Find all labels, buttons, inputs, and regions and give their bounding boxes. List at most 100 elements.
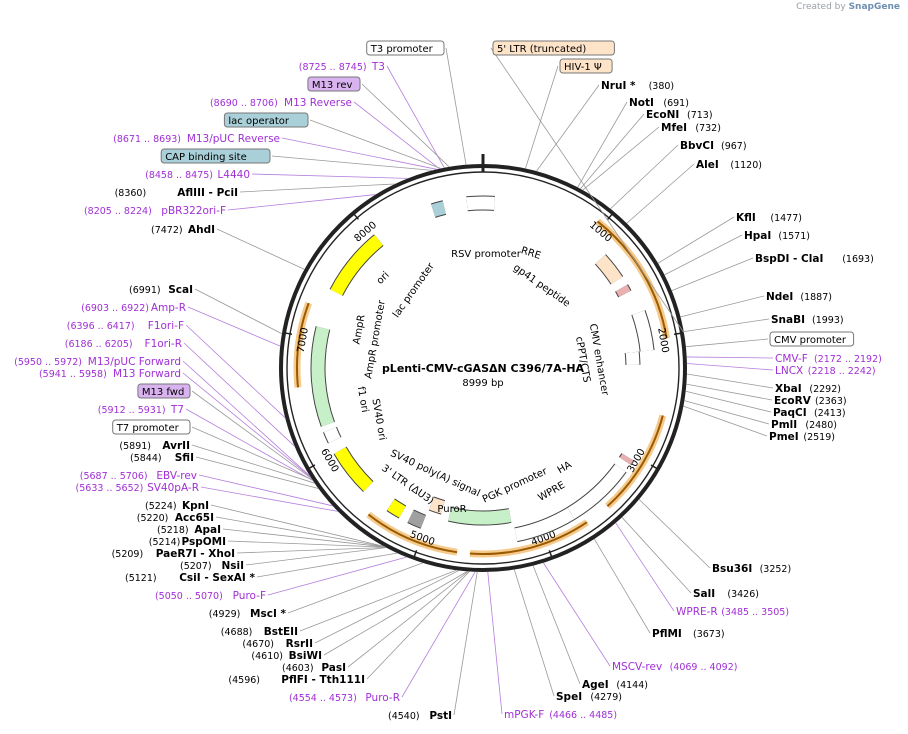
enzyme-name[interactable]: CsiI - SexAI * [179, 572, 255, 584]
feature-box[interactable] [137, 383, 191, 399]
primer-name[interactable]: mPGK-F [504, 709, 544, 721]
feature-lac-promoter[interactable] [431, 201, 446, 217]
enzyme-name[interactable]: SfiI [175, 452, 194, 464]
enzyme-name[interactable]: AgeI [582, 679, 609, 691]
enzyme-name[interactable]: XbaI [775, 383, 802, 395]
feature-box[interactable] [112, 419, 191, 435]
primer-name[interactable]: Puro-R [365, 692, 400, 704]
feature-rre[interactable] [595, 254, 623, 285]
enzyme-name[interactable]: PaeR7I - XhoI [156, 548, 235, 560]
site-position: (6186 .. 6205) [65, 339, 133, 350]
feature-sv40-ori[interactable] [387, 499, 406, 518]
feature-gp41-peptide[interactable] [615, 284, 631, 297]
enzyme-name[interactable]: NsiI [221, 560, 244, 572]
site-position: (3485 .. 3505) [721, 607, 789, 618]
enzyme-name[interactable]: HpaI [744, 230, 771, 242]
feature-box[interactable] [223, 112, 309, 128]
enzyme-name[interactable]: EcoRV [774, 395, 812, 407]
primer-name[interactable]: EBV-rev [156, 470, 197, 482]
primer-name[interactable]: M13 Forward [113, 368, 181, 380]
site-position: (4279) [590, 692, 622, 703]
primer-name[interactable]: SV40pA-R [147, 482, 199, 494]
feature-ampr[interactable] [311, 326, 335, 427]
enzyme-name[interactable]: ApaI [194, 524, 221, 536]
leader-line [626, 163, 695, 224]
primer-name[interactable]: T7 [170, 404, 184, 416]
feature-box[interactable] [366, 40, 445, 56]
feature-ori[interactable] [330, 235, 383, 296]
enzyme-name[interactable]: PflMI [652, 628, 682, 640]
enzyme-name[interactable]: PmeI [769, 431, 799, 443]
enzyme-name[interactable]: AvrII [162, 440, 190, 452]
enzyme-name[interactable]: BspDI - ClaI [755, 253, 823, 265]
feature-pgk-promoter[interactable] [514, 507, 575, 542]
primer-name[interactable]: M13/pUC Reverse [187, 133, 280, 145]
site-position: (5941 .. 5958) [39, 369, 107, 380]
primer-name[interactable]: M13/pUC Forward [88, 356, 181, 368]
enzyme-name[interactable]: BsiWI [289, 650, 322, 662]
enzyme-name[interactable]: Acc65I [175, 512, 214, 524]
enzyme-name[interactable]: KpnI [182, 500, 209, 512]
enzyme-name[interactable]: KflI [736, 212, 756, 224]
feature-box[interactable] [307, 76, 361, 92]
enzyme-name[interactable]: AflIII - PciI [177, 187, 238, 199]
enzyme-name[interactable]: PspOMI [181, 536, 226, 548]
feature-ampr-promoter[interactable] [323, 427, 341, 444]
enzyme-name[interactable]: PasI [321, 662, 346, 674]
enzyme-name[interactable]: ScaI [168, 284, 193, 296]
enzyme-name[interactable]: MscI * [250, 608, 286, 620]
feature-cppt-cts[interactable] [625, 351, 640, 366]
site-position: (4603) [282, 663, 314, 674]
site-position: (2363) [815, 396, 847, 407]
feature-cmv-enhancer[interactable] [632, 310, 654, 352]
enzyme-name[interactable]: SnaBI [771, 314, 805, 326]
enzyme-name[interactable]: NdeI [766, 291, 793, 303]
enzyme-name[interactable]: BstEII [264, 626, 298, 638]
enzyme-name[interactable]: MfeI [661, 122, 687, 134]
primer-name[interactable]: F1ori-R [145, 338, 182, 350]
feature-box[interactable] [769, 331, 855, 347]
feature-rsv-promoter[interactable] [466, 196, 495, 211]
feature-box[interactable] [559, 58, 613, 74]
leader-line [577, 101, 628, 188]
enzyme-name[interactable]: RsrII [286, 638, 313, 650]
primer-name[interactable]: LNCX [775, 365, 803, 377]
primer-name[interactable]: pBR322ori-F [161, 205, 226, 217]
enzyme-name[interactable]: AleI [696, 159, 719, 171]
feature-f1-ori[interactable] [334, 447, 373, 492]
primer-name[interactable]: Amp-R [151, 302, 186, 314]
feature-box[interactable] [160, 148, 271, 164]
primer-name[interactable]: CMV-F [775, 353, 808, 365]
feature-ha[interactable] [619, 453, 634, 465]
enzyme-name[interactable]: BbvCI [680, 140, 714, 152]
enzyme-name[interactable]: PaqCI [773, 407, 807, 419]
enzyme-name[interactable]: EcoNI [646, 109, 679, 121]
primer-name[interactable]: L4440 [217, 169, 250, 181]
leader-line [536, 84, 600, 172]
feature-wpre[interactable] [567, 464, 626, 519]
feature-3-ltr-u3-[interactable] [429, 497, 445, 514]
primer-name[interactable]: WPRE-R [676, 606, 718, 618]
site-position: (4596) [228, 675, 260, 686]
site-position: (4144) [616, 680, 648, 691]
primer-name[interactable]: Puro-F [233, 590, 266, 602]
enzyme-name[interactable]: PmlI [771, 419, 797, 431]
feature-puror[interactable] [448, 507, 512, 525]
primer-name[interactable]: MSCV-rev [612, 661, 662, 673]
primer-name[interactable]: M13 Reverse [284, 97, 352, 109]
creator-prefix: Created by [796, 2, 846, 12]
enzyme-name[interactable]: AhdI [188, 224, 215, 236]
site-position: (2519) [803, 432, 835, 443]
enzyme-name[interactable]: SalI [693, 588, 715, 600]
feature-box[interactable] [492, 40, 615, 56]
primer-name[interactable]: F1ori-F [148, 320, 184, 332]
enzyme-name[interactable]: SpeI [556, 691, 582, 703]
enzyme-name[interactable]: NruI * [601, 80, 636, 92]
enzyme-name[interactable]: NotI [629, 97, 654, 109]
enzyme-name[interactable]: Bsu36I [712, 563, 752, 575]
enzyme-name[interactable]: PflFI - Tth111I [281, 674, 365, 686]
primer-name[interactable]: T3 [371, 61, 385, 73]
feature-sv40-poly-a-signal[interactable] [407, 510, 426, 528]
enzyme-name[interactable]: PstI [429, 710, 452, 722]
site-position: (713) [687, 110, 713, 121]
